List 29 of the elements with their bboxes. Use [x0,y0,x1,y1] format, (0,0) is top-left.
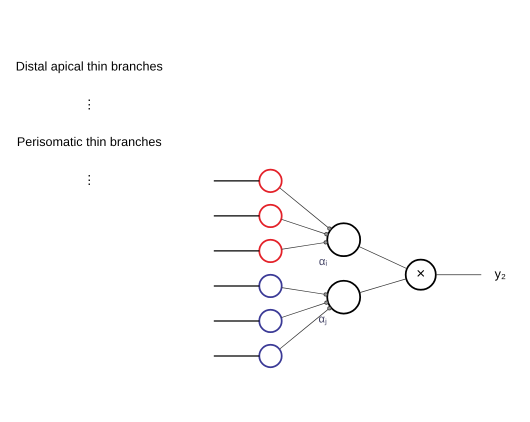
node-label: αⱼ [318,314,327,326]
connector [358,246,408,270]
connector [214,285,260,287]
connector [359,278,406,293]
connector [436,274,482,276]
node-circle [258,308,283,334]
label: Perisomatic thin branches [16,135,162,150]
node-circle [258,344,283,368]
connector [214,250,260,252]
node-circle [258,274,283,298]
connector [281,240,328,250]
connector [214,320,260,322]
connector [214,355,260,357]
label: ⋮ [82,172,96,187]
connector [279,306,332,350]
connector [281,300,328,318]
node-text: y₂ [494,266,506,281]
node-circle [258,168,283,193]
connector [214,215,260,217]
connector [281,218,328,236]
node-circle [258,204,283,228]
connector [214,180,260,182]
node-label: αᵢ [318,256,328,268]
node-circle: × [404,258,437,291]
connector [281,287,328,296]
connector [279,188,332,231]
node-circle [258,238,283,263]
label: Distal apical thin branches [16,59,163,74]
label: ⋮ [82,97,96,112]
